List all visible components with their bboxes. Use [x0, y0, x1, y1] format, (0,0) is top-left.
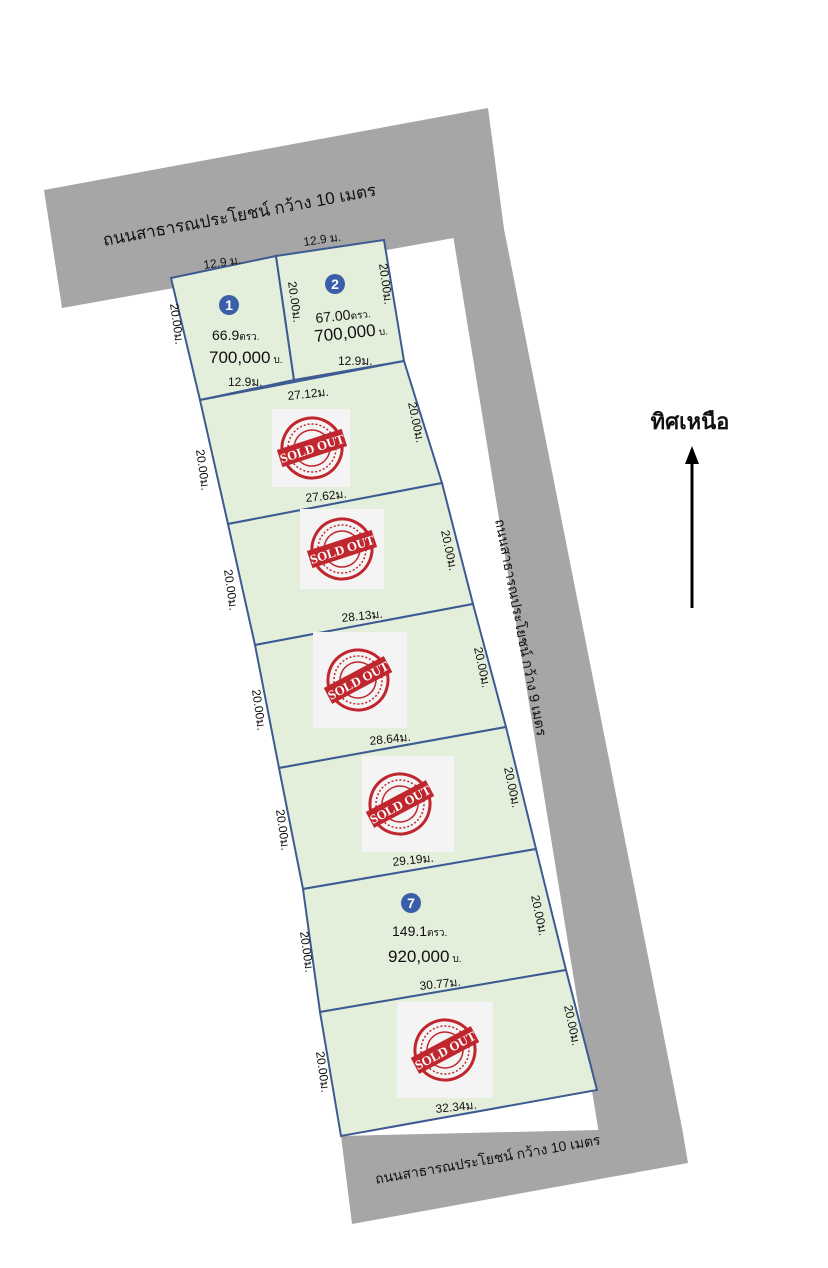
- lot-1-top-dim: 12.9 ม.: [202, 253, 242, 272]
- lot-7-area: 149.1ตรว.: [392, 923, 447, 939]
- bottom-road: [341, 1128, 688, 1224]
- lot-2-number: 2: [331, 276, 339, 292]
- lot-1-left-dim: 20.00ม.: [167, 302, 187, 345]
- lot-4-left-dim: 20.00ม.: [221, 568, 241, 611]
- lot-1-number: 1: [225, 297, 233, 313]
- lot-7-number-badge: [401, 893, 421, 913]
- lot-7-bottom-dim: 30.77ม.: [419, 975, 462, 993]
- lot-4-bottom-dim: 28.13ม.: [341, 607, 384, 625]
- lot-7-left-dim: 20.00ม.: [297, 930, 317, 973]
- lot-6-bottom-dim: 29.19ม.: [392, 851, 435, 869]
- lot-2-top-dim: 12.9 ม.: [302, 230, 342, 249]
- lot-2-area: 67.00ตรว.: [315, 304, 372, 326]
- north-arrow-icon: [685, 446, 699, 608]
- right-road: [452, 229, 683, 1140]
- lot-3-bottom-dim: 27.62ม.: [305, 487, 348, 505]
- lot-6-left-dim: 20.00ม.: [273, 808, 293, 851]
- north-label: ทิศเหนือ: [650, 410, 730, 435]
- lot-2-left-dim: 20.00ม.: [285, 280, 305, 323]
- lot-2-number-badge: [325, 274, 345, 294]
- lot-8-left-dim: 20.00ม.: [313, 1050, 333, 1093]
- lot-2-bottom-dim: 12.9ม.: [338, 354, 373, 368]
- lot-3-left-dim: 20.00ม.: [193, 448, 213, 491]
- lot-7-number: 7: [407, 895, 415, 911]
- lot-8-bottom-dim: 32.34ม.: [435, 1098, 478, 1116]
- lot-1-bottom-dim: 12.9ม.: [228, 375, 263, 389]
- compass: ทิศเหนือ: [620, 404, 760, 439]
- lot-1-area: 66.9ตรว.: [212, 327, 260, 343]
- lot-1-number-badge: [219, 295, 239, 315]
- lot-2-right-dim: 20.00ม.: [376, 262, 396, 305]
- lot-5-left-dim: 20.00ม.: [249, 688, 269, 731]
- lot-3-top-dim: 27.12ม.: [287, 385, 330, 403]
- top-road: [44, 108, 504, 308]
- lot-5-bottom-dim: 28.64ม.: [369, 730, 412, 748]
